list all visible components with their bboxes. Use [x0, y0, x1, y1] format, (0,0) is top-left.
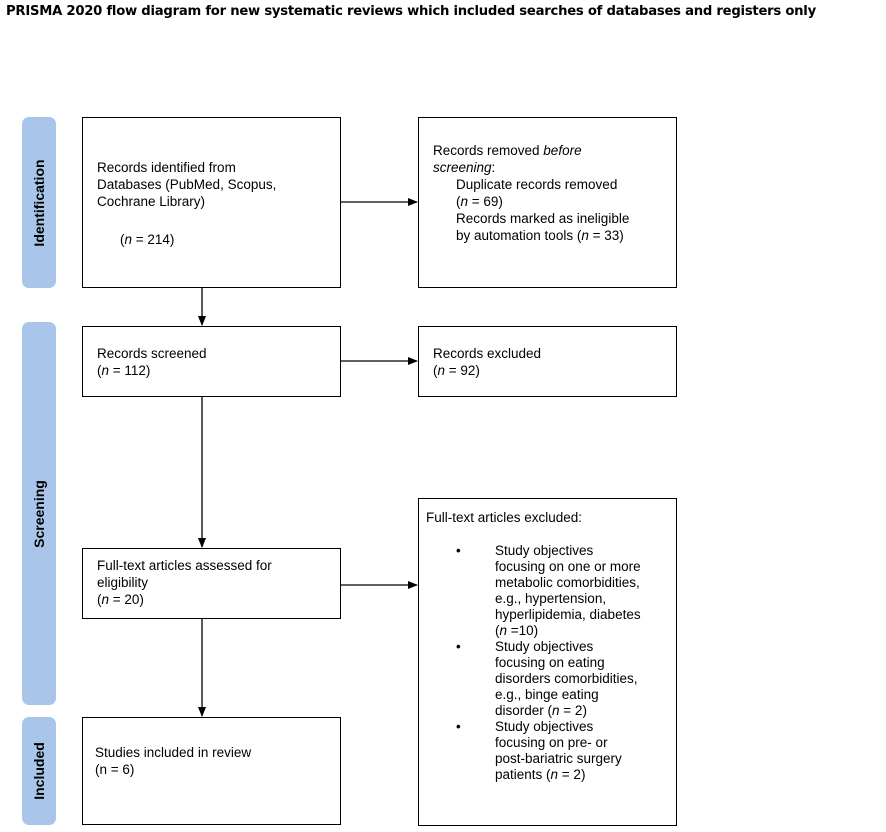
excluded-label: Records excluded: [433, 346, 542, 361]
exclusion-reason-3: • Study objectives focusing on pre- or p…: [456, 719, 622, 782]
box-records-excluded: Records excluded (n = 92): [418, 326, 677, 397]
box-studies-included: Studies included in review (n = 6): [82, 717, 341, 825]
removed-line-2: screening:: [433, 160, 496, 175]
box-fulltext-excluded: Full-text articles excluded: • Study obj…: [418, 498, 677, 826]
phase-included: Included: [22, 717, 56, 825]
phase-screening: Screening: [22, 322, 56, 705]
duplicates-count: (n = 69): [456, 194, 503, 209]
fulltext-count: (n = 20): [97, 592, 144, 607]
included-label: Studies included in review: [95, 745, 252, 760]
fulltext-line-2: eligibility: [97, 575, 149, 590]
included-count: (n = 6): [95, 762, 135, 777]
ineligible-count: by automation tools (n = 33): [456, 228, 624, 243]
box-records-removed: Records removed before screening: Duplic…: [418, 117, 677, 288]
exclusion-reason-1: • Study objectives focusing on one or mo…: [456, 543, 641, 638]
screened-count: (n = 112): [97, 363, 151, 378]
fulltext-line-1: Full-text articles assessed for: [97, 558, 272, 573]
bullet-icon: •: [456, 639, 461, 654]
identified-count: (n = 214): [120, 232, 175, 247]
phase-identification: Identification: [22, 117, 56, 288]
exclusion-reasons-list: • Study objectives focusing on one or mo…: [419, 543, 676, 783]
identified-line-2: Databases (PubMed, Scopus,: [97, 177, 277, 192]
diagram-title: PRISMA 2020 flow diagram for new systema…: [6, 4, 816, 19]
identified-line-3: Cochrane Library): [97, 194, 206, 209]
box-records-identified: Records identified from Databases (PubMe…: [82, 117, 341, 288]
box-fulltext-assessed: Full-text articles assessed for eligibil…: [82, 548, 341, 619]
excluded-count: (n = 92): [433, 363, 480, 378]
identified-line-1: Records identified from: [97, 160, 236, 175]
ineligible-label: Records marked as ineligible: [456, 211, 630, 226]
exclusion-reason-2: • Study objectives focusing on eating di…: [456, 639, 638, 718]
removed-line-1: Records removed before: [433, 143, 582, 158]
box-records-screened: Records screened (n = 112): [82, 326, 341, 397]
bullet-icon: •: [456, 719, 461, 734]
duplicates-label: Duplicate records removed: [456, 177, 618, 192]
fulltext-excluded-heading: Full-text articles excluded:: [426, 510, 583, 525]
screened-label: Records screened: [97, 346, 207, 361]
bullet-icon: •: [456, 543, 461, 558]
